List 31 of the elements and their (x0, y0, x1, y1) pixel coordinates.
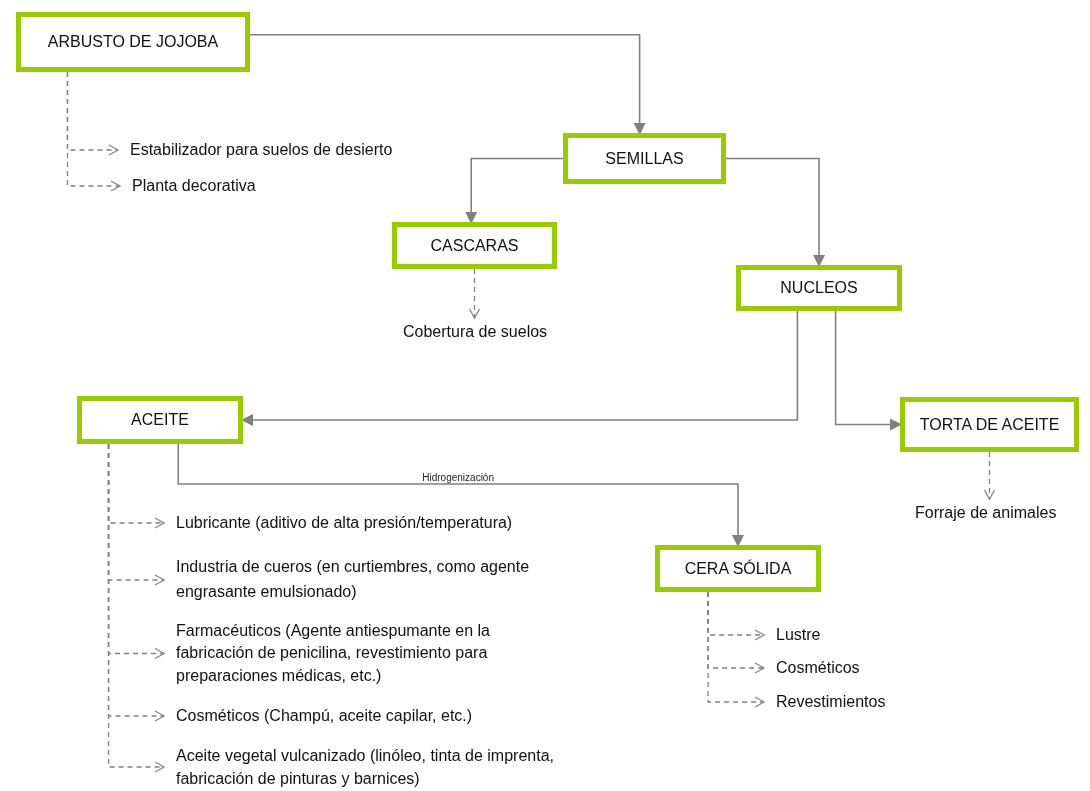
use-text: Farmacéuticos (Agente antiespumante en la fabricación de penicilina, revestimiento para preparaciones médicas, etc.) (176, 620, 546, 688)
use-text: Revestimientos (776, 692, 886, 712)
use-text: Forraje de animales (915, 503, 1057, 523)
use-text: Industria de cueros (en curtiembres, como agente engrasante emulsionado) (176, 555, 556, 605)
arrow (249, 34, 646, 135)
process-box: CASCARAS (392, 222, 557, 269)
arrow (177, 443, 744, 547)
dashed-arrow (707, 591, 765, 708)
dashed-arrow (468, 268, 481, 319)
use-text: Cobertura de suelos (403, 322, 548, 342)
use-text: Lustre (776, 625, 821, 645)
arrow (834, 310, 902, 431)
use-text: Cosméticos (776, 658, 860, 678)
arrow (725, 157, 825, 267)
process-box: NUCLEOS (736, 265, 902, 311)
edge-label: Hidrogenización (420, 472, 496, 483)
process-box: ACEITE (77, 396, 243, 444)
use-text: Lubricante (aditivo de alta presión/temperatura) (176, 513, 513, 533)
dashed-arrow (107, 443, 165, 773)
use-text: Cosméticos (Champú, aceite capilar, etc.) (176, 706, 473, 726)
arrow (465, 157, 564, 224)
dashed-arrow (66, 71, 121, 192)
use-text: Aceite vegetal vulcanizado (linóleo, tinta de imprenta, fabricación de pinturas y barnices) (176, 744, 556, 791)
dashed-arrow (983, 451, 996, 500)
process-box: CERA SÓLIDA (655, 545, 821, 592)
arrow (241, 310, 799, 426)
use-text: Estabilizador para suelos de desierto (130, 140, 393, 160)
process-box: SEMILLAS (563, 133, 726, 184)
use-text: Planta decorativa (132, 176, 256, 196)
process-box: ARBUSTO DE JOJOBA (16, 12, 250, 72)
process-box: TORTA DE ACEITE (900, 397, 1079, 452)
